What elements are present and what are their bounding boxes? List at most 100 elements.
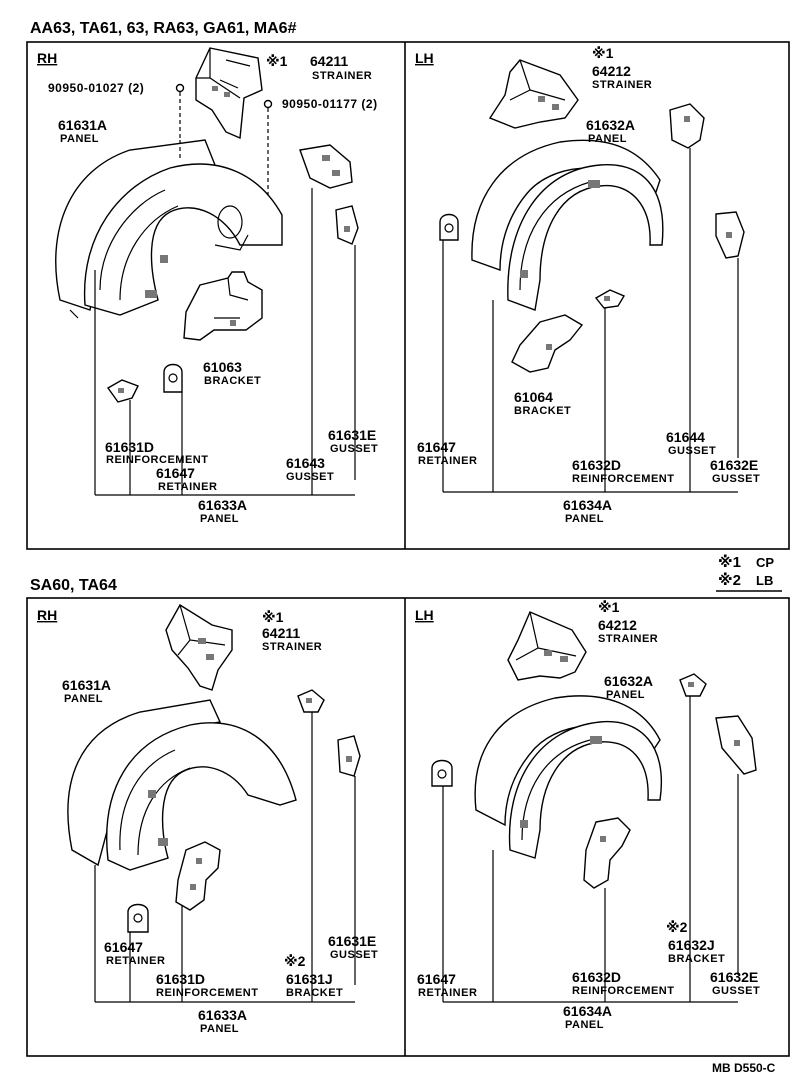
- top-rh-panel: RH 90950-01027 (2) 90950-01177 (2) ※1 64…: [37, 47, 378, 525]
- top-lh-reinforcement-shape: [594, 289, 626, 309]
- top-rh-strainer-shape: [195, 47, 263, 140]
- top-rh-assy-name: PANEL: [200, 513, 239, 525]
- top-rh-retainer-shape: [163, 363, 183, 393]
- bottom-lh-gusset-name: GUSSET: [712, 985, 760, 997]
- top-rh-panel-shape: [55, 139, 283, 319]
- bottom-lh-leaders: [442, 696, 739, 1003]
- top-rh-reinf-no: 61631D: [105, 439, 154, 455]
- bottom-rh-reinf-name: REINFORCEMENT: [156, 987, 258, 999]
- top-lh-side-label: LH: [415, 50, 434, 66]
- bottom-lh-assy-name: PANEL: [565, 1019, 604, 1031]
- top-lh-gusset2-shape: [715, 211, 745, 259]
- top-lh-panel-no: 61632A: [586, 117, 635, 133]
- bottom-lh-strainer-mark: ※1: [598, 599, 620, 615]
- top-lh-reinf-no: 61632D: [572, 457, 621, 473]
- bottom-rh-panel: RH ※1 64211 STRAINER 61631A PANEL: [37, 604, 378, 1035]
- top-rh-gusset2-no: 61631E: [328, 427, 376, 443]
- top-rh-bolt2-icon: [263, 99, 273, 109]
- top-lh-bracket-no: 61064: [514, 389, 553, 405]
- top-rh-strainer-mark: ※1: [266, 53, 288, 69]
- bottom-lh-retainer-name: RETAINER: [418, 987, 477, 999]
- top-rh-bracket-shape: [183, 271, 263, 341]
- legend-code2: LB: [756, 573, 773, 588]
- bottom-lh-reinf-no: 61632D: [572, 969, 621, 985]
- top-rh-retainer-name: RETAINER: [158, 481, 217, 493]
- top-lh-retainer-shape: [439, 213, 459, 241]
- top-lh-retainer-no: 61647: [417, 439, 456, 455]
- top-rh-leaders: [94, 188, 356, 496]
- bottom-rh-bracket-mark: ※2: [284, 953, 306, 969]
- top-rh-retainer-no: 61647: [156, 465, 195, 481]
- bottom-rh-gusset-no: 61631E: [328, 933, 376, 949]
- top-rh-panel-no: 61631A: [58, 117, 107, 133]
- top-lh-gusset1-shape: [669, 103, 705, 149]
- bottom-lh-panel-name: PANEL: [606, 689, 645, 701]
- top-lh-assy-no: 61634A: [563, 497, 612, 513]
- bottom-lh-reinf-name: REINFORCEMENT: [572, 985, 674, 997]
- bottom-rh-bracket-no: 61631J: [286, 971, 333, 987]
- top-rh-gusset1-shape: [299, 144, 353, 189]
- top-lh-bracket-name: BRACKET: [514, 405, 571, 417]
- bottom-lh-gusset-no: 61632E: [710, 969, 758, 985]
- top-lh-panel-shape: [471, 139, 664, 311]
- top-lh-gusset1-name: GUSSET: [668, 445, 716, 457]
- bottom-rh-retainer-name: RETAINER: [106, 955, 165, 967]
- top-lh-leaders: [442, 148, 739, 493]
- top-lh-assy-name: PANEL: [565, 513, 604, 525]
- top-lh-retainer-name: RETAINER: [418, 455, 477, 467]
- bottom-rh-bracket-name: BRACKET: [286, 987, 343, 999]
- top-rh-bracket-no: 61063: [203, 359, 242, 375]
- bottom-lh-panel-shape: [474, 695, 662, 859]
- bottom-rh-leaders: [94, 712, 356, 1003]
- bottom-rh-strainer-shape: [165, 604, 233, 691]
- top-rh-reinforcement-shape: [106, 379, 139, 403]
- top-lh-gusset2-name: GUSSET: [712, 473, 760, 485]
- bottom-rh-strainer-no: 64211: [262, 625, 300, 641]
- bottom-lh-strainer-shape: [507, 611, 587, 681]
- top-rh-side-label: RH: [37, 50, 57, 66]
- legend-code1: CP: [756, 555, 774, 570]
- bottom-rh-assy-name: PANEL: [200, 1023, 239, 1035]
- bottom-rh-strainer-name: STRAINER: [262, 641, 322, 653]
- bottom-rh-assy-no: 61633A: [198, 1007, 247, 1023]
- top-lh-strainer-shape: [488, 59, 579, 129]
- bottom-rh-reinf-no: 61631D: [156, 971, 205, 987]
- bottom-lh-bracket-no: 61632J: [668, 937, 715, 953]
- bottom-lh-gusset-shape: [715, 715, 757, 775]
- top-rh-gusset1-name: GUSSET: [286, 471, 334, 483]
- top-rh-gusset1-no: 61643: [286, 455, 325, 471]
- legend-mark1: ※1: [718, 553, 741, 571]
- top-rh-gusset2-shape: [335, 205, 359, 245]
- top-rh-strainer-name: STRAINER: [312, 70, 372, 82]
- top-rh-bolt1-label: 90950-01027 (2): [48, 81, 144, 95]
- top-lh-gusset2-no: 61632E: [710, 457, 758, 473]
- bottom-lh-side-label: LH: [415, 607, 434, 623]
- top-rh-reinf-name: REINFORCEMENT: [106, 454, 208, 466]
- bottom-lh-bracket-mark: ※2: [666, 919, 688, 935]
- legend: ※1 CP ※2 LB: [716, 553, 782, 592]
- bottom-rh-panel-shape: [67, 699, 297, 871]
- bottom-lh-assy-no: 61634A: [563, 1003, 612, 1019]
- top-lh-bracket-shape: [511, 314, 584, 373]
- bottom-rh-bracket-shape: [297, 689, 325, 713]
- bottom-lh-bracket-name: BRACKET: [668, 953, 725, 965]
- bottom-lh-retainer-shape: [431, 759, 453, 787]
- top-rh-bolt1-icon: [175, 83, 185, 93]
- bottom-lh-retainer-no: 61647: [417, 971, 456, 987]
- bottom-rh-reinforcement-shape: [175, 841, 221, 911]
- top-frame: [26, 41, 790, 550]
- bottom-rh-side-label: RH: [37, 607, 57, 623]
- bottom-rh-retainer-no: 61647: [104, 939, 143, 955]
- top-rh-gusset2-name: GUSSET: [330, 443, 378, 455]
- top-rh-panel-name: PANEL: [60, 133, 99, 145]
- legend-mark2: ※2: [718, 571, 741, 589]
- top-lh-strainer-mark: ※1: [592, 45, 614, 61]
- top-lh-panel: LH ※1 64212 STRAINER 61632A PANEL: [415, 45, 760, 525]
- top-rh-assy-no: 61633A: [198, 497, 247, 513]
- top-lh-reinf-name: REINFORCEMENT: [572, 473, 674, 485]
- bottom-rh-panel-no: 61631A: [62, 677, 111, 693]
- bottom-rh-panel-name: PANEL: [64, 693, 103, 705]
- footer-code: MB D550-C: [712, 1061, 776, 1075]
- top-lh-panel-name: PANEL: [588, 133, 627, 145]
